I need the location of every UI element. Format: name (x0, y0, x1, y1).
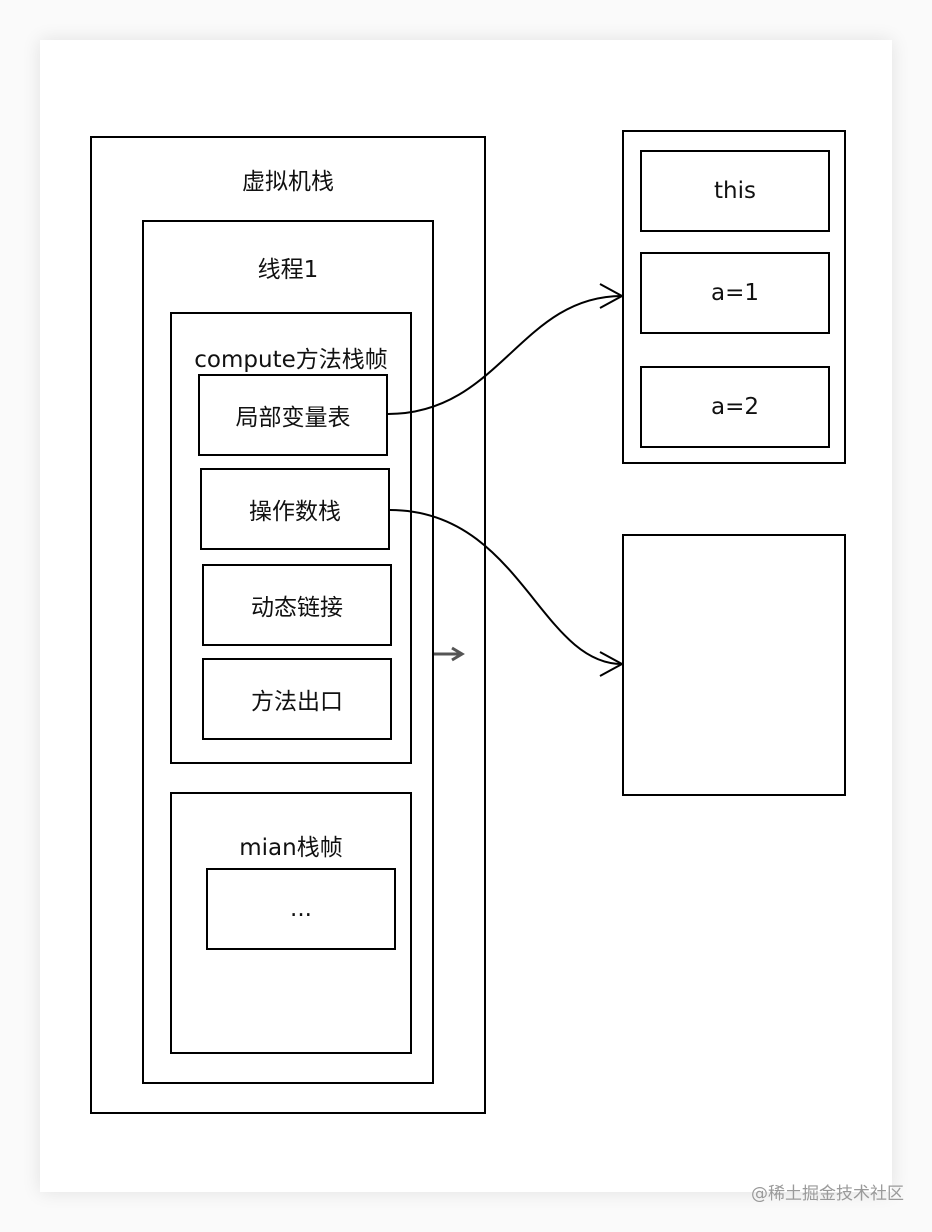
operand-stack-target-box (622, 534, 846, 796)
locals-cell-a2: a=2 (640, 366, 830, 448)
operand-stack-box: 操作数栈 (200, 468, 390, 550)
locals-cell-this: this (640, 150, 830, 232)
locals-cell-a1: a=1 (640, 252, 830, 334)
main-frame-label: mian栈帧 (239, 835, 343, 861)
compute-frame-label: compute方法栈帧 (194, 347, 388, 373)
method-exit-box: 方法出口 (202, 658, 392, 740)
watermark: @稀土掘金技术社区 (751, 1184, 904, 1204)
local-variable-table-box: 局部变量表 (198, 374, 388, 456)
main-frame-inner-box: ... (206, 868, 396, 950)
thread-label: 线程1 (257, 257, 319, 283)
vm-stack-label: 虚拟机栈 (242, 169, 334, 195)
dynamic-link-box: 动态链接 (202, 564, 392, 646)
